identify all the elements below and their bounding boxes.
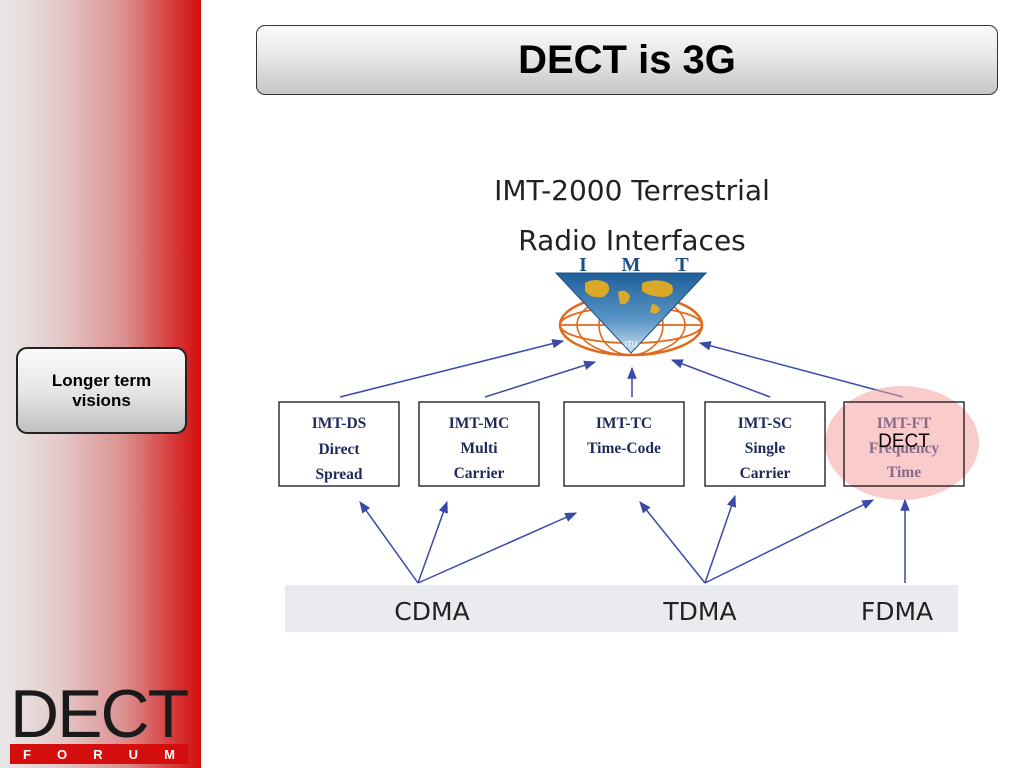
longer-term-visions-button[interactable]: Longer term visions [16, 347, 187, 434]
box-line: IMT-SC [738, 415, 793, 432]
interface-box-mc: IMT-MC Multi Carrier [418, 401, 540, 487]
access-fdma: FDMA [861, 597, 933, 626]
interface-box-tc: IMT-TC Time-Code [563, 401, 685, 487]
slide-title: DECT is 3G [518, 37, 736, 82]
arrow-cdma-tc [417, 512, 578, 584]
title-box: DECT is 3G [256, 25, 998, 95]
box-line: Direct [318, 441, 360, 458]
button-label-line1: Longer term [51, 370, 152, 390]
logo-letter: R [93, 746, 103, 762]
box-line: Carrier [454, 465, 505, 482]
logo-letter: M [164, 746, 175, 762]
arrow-ds [339, 338, 565, 398]
box-line: Frequency [869, 440, 940, 457]
logo-letter: F [23, 746, 31, 762]
arrow-ft [698, 341, 904, 398]
itu-label: ITU [624, 340, 637, 349]
access-tdma: TDMA [662, 597, 736, 626]
arrow-tdma-sc [704, 494, 737, 584]
up-arrows [339, 338, 904, 398]
button-label-line2: visions [72, 390, 131, 410]
logo-letter: O [57, 746, 68, 762]
box-line: Spread [315, 466, 362, 483]
imt-letter: T [675, 254, 689, 276]
logo-word: DECT [10, 676, 189, 752]
box-line: IMT-TC [596, 415, 652, 432]
arrow-cdma-ds [359, 501, 419, 584]
interface-box-sc: IMT-SC Single Carrier [704, 401, 826, 487]
box-line: Single [745, 440, 786, 457]
box-line: IMT-FT [877, 415, 932, 432]
logo-forum-bar: F O R U M [10, 744, 188, 764]
access-cdma: CDMA [394, 597, 469, 626]
box-line: Multi [460, 440, 498, 457]
box-line: IMT-DS [312, 415, 367, 432]
imt-globe-icon: ITU [554, 272, 708, 357]
diagram-heading-line1: IMT-2000 Terrestrial [494, 174, 770, 207]
arrow-cdma-mc [417, 500, 448, 584]
arrow-tdma-ft [704, 499, 875, 584]
arrow-mc [484, 360, 597, 398]
dect-forum-logo: DECT F O R U M [10, 680, 190, 765]
imt-letter: I [579, 254, 587, 276]
box-line: Time-Code [587, 440, 661, 457]
access-band [285, 585, 958, 632]
box-line: IMT-MC [449, 415, 510, 432]
diagram-heading-line2: Radio Interfaces [518, 224, 746, 257]
box-line: Time [887, 464, 921, 481]
dect-highlight [825, 386, 979, 500]
interface-box-ds: IMT-DS Direct Spread [278, 401, 400, 487]
box-line: Carrier [740, 465, 791, 482]
dect-label: DECT [878, 431, 930, 452]
arrow-tdma-tc [639, 501, 706, 584]
logo-letter: U [128, 746, 139, 762]
interface-box-ft: IMT-FT Frequency Time [843, 401, 965, 487]
arrow-sc [670, 359, 771, 398]
imt-letter: M [622, 254, 641, 276]
down-arrows [359, 494, 910, 584]
